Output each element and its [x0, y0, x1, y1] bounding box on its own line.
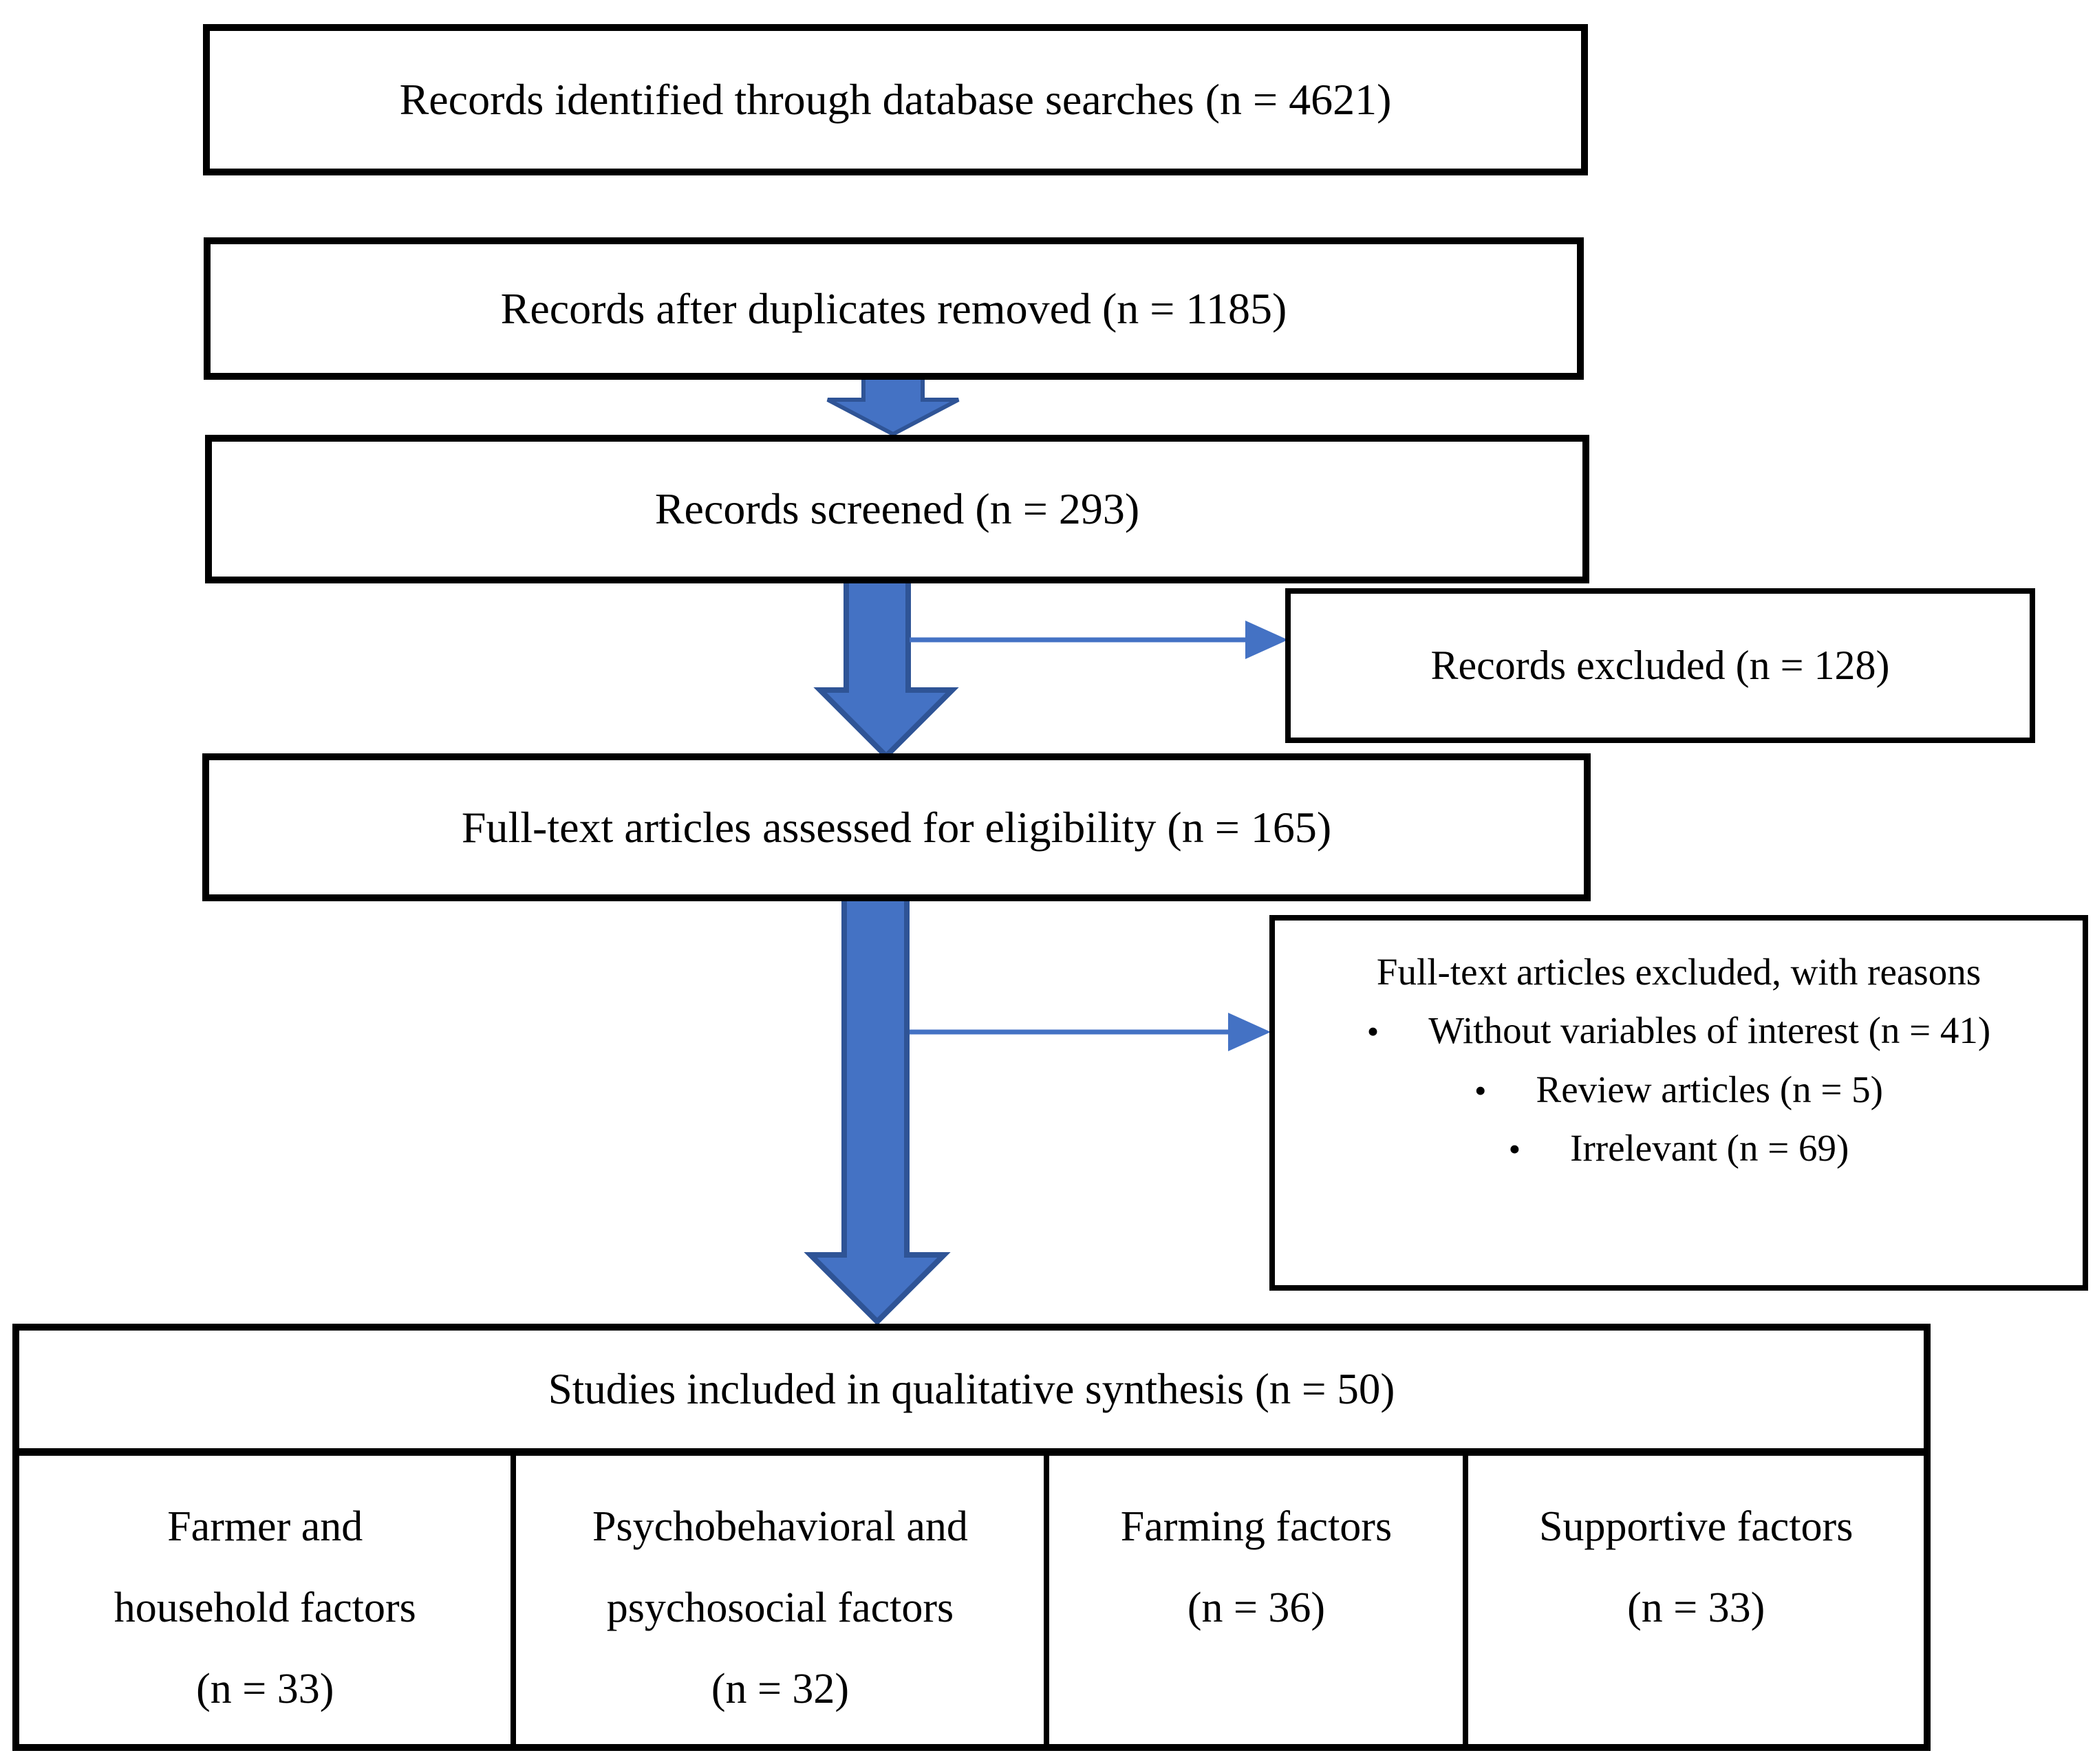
category-line: Farmer and	[167, 1503, 363, 1550]
category-cell-farming: Farming factors (n = 36)	[1049, 1456, 1469, 1744]
fulltext-assessed-text: Full-text articles assessed for eligibil…	[461, 802, 1332, 852]
category-line: Psychobehavioral and	[592, 1503, 968, 1550]
records-identified-text: Records identified through database sear…	[399, 75, 1392, 124]
down-arrow-thick-icon	[813, 574, 959, 760]
category-cell-farmer-household: Farmer and household factors (n = 33)	[19, 1456, 517, 1744]
fulltext-excluded-title: Full-text articles excluded, with reason…	[1376, 951, 1981, 993]
right-arrow-icon	[910, 621, 1288, 659]
category-line: household factors	[114, 1584, 416, 1631]
excluded-reason-item: • Review articles (n = 5)	[1275, 1060, 2083, 1119]
box-fulltext-excluded-reasons: Full-text articles excluded, with reason…	[1269, 915, 2088, 1291]
category-line: (n = 32)	[711, 1665, 850, 1712]
box-fulltext-assessed: Full-text articles assessed for eligibil…	[202, 753, 1591, 901]
box-records-identified: Records identified through database sear…	[203, 24, 1588, 175]
excluded-reason-item: • Irrelevant (n = 69)	[1275, 1119, 2083, 1177]
records-screened-text: Records screened (n = 293)	[654, 484, 1140, 533]
category-line: Supportive factors	[1539, 1503, 1854, 1550]
box-records-screened: Records screened (n = 293)	[205, 435, 1589, 583]
excluded-reason-text: Without variables of interest (n = 41)	[1428, 1009, 1991, 1052]
category-cell-supportive: Supportive factors (n = 33)	[1468, 1456, 1924, 1744]
studies-included-title: Studies included in qualitative synthesi…	[19, 1331, 1924, 1456]
excluded-reason-text: Review articles (n = 5)	[1536, 1068, 1883, 1110]
down-arrow-icon	[826, 371, 960, 437]
bullet-icon: •	[1474, 1071, 1487, 1110]
category-line: (n = 33)	[1627, 1584, 1765, 1631]
category-cells-row: Farmer and household factors (n = 33) Psyc…	[19, 1456, 1924, 1744]
excluded-reason-item: • Without variables of interest (n = 41)	[1275, 1001, 2083, 1060]
box-records-after-duplicates: Records after duplicates removed (n = 11…	[204, 237, 1584, 380]
category-line: (n = 36)	[1187, 1584, 1326, 1631]
studies-included-text: Studies included in qualitative synthesi…	[548, 1365, 1395, 1413]
category-cell-psychobehavioral: Psychobehavioral and psychosocial factors…	[516, 1456, 1050, 1744]
right-arrow-icon	[910, 1013, 1271, 1051]
category-line: psychosocial factors	[606, 1584, 954, 1631]
category-line: Farming factors	[1120, 1503, 1393, 1550]
excluded-reason-text: Irrelevant (n = 69)	[1570, 1126, 1849, 1169]
down-arrow-thick-icon	[804, 892, 951, 1326]
category-line: (n = 33)	[196, 1665, 334, 1712]
bullet-icon: •	[1508, 1129, 1521, 1168]
records-after-duplicates-text: Records after duplicates removed (n = 11…	[500, 283, 1287, 333]
records-excluded-text: Records excluded (n = 128)	[1430, 643, 1890, 688]
bullet-icon: •	[1366, 1012, 1379, 1051]
box-studies-included: Studies included in qualitative synthesi…	[12, 1324, 1931, 1751]
box-records-excluded: Records excluded (n = 128)	[1285, 588, 2035, 743]
